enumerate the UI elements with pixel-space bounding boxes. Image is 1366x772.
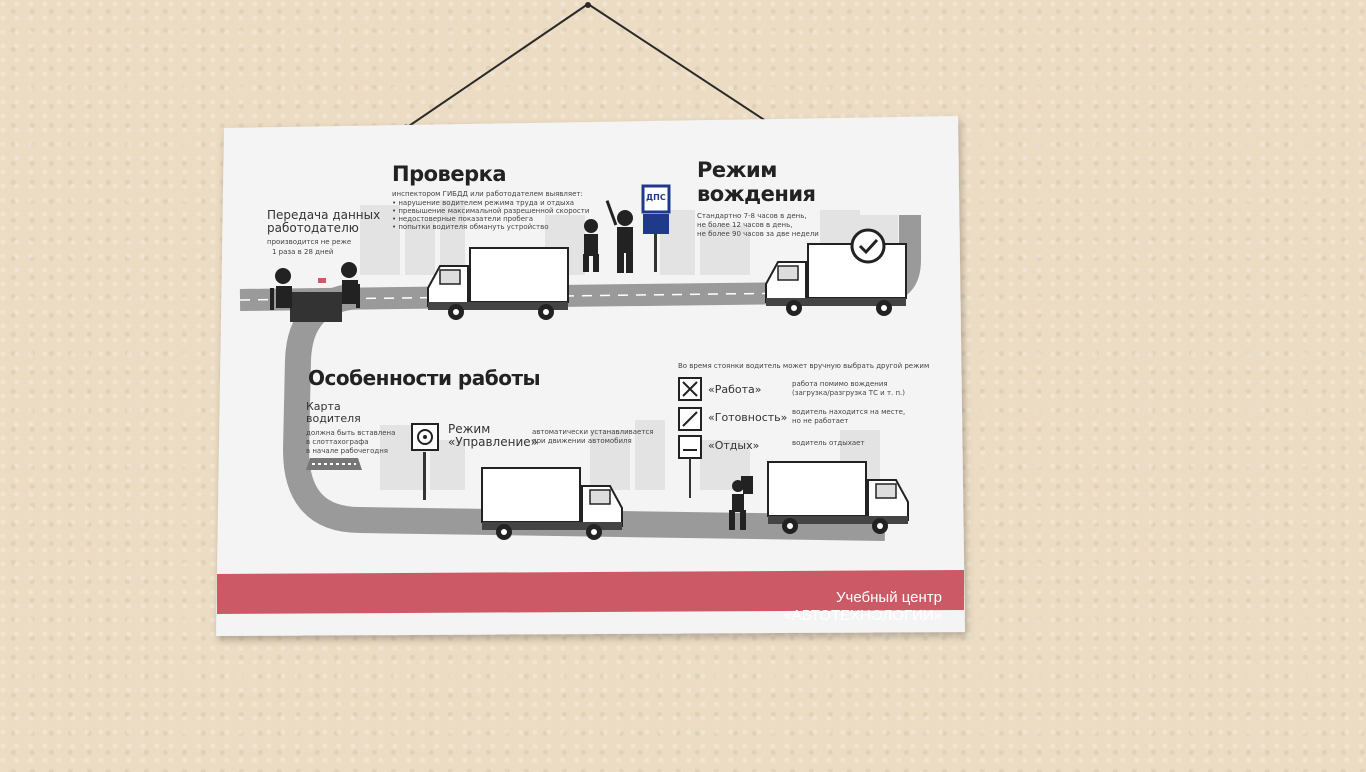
transfer-title-2: работодателю <box>267 221 359 235</box>
check-title: Проверка <box>392 162 507 186</box>
check-bullet: попытки водителя обмануть устройство <box>392 223 589 231</box>
control-title-1: Режим <box>448 422 491 436</box>
mode-desc: но не работает <box>792 417 849 425</box>
mode-icons <box>678 377 702 498</box>
mode-desc: (загрузка/разгрузка ТС и т. п.) <box>792 389 906 397</box>
card-slot-icon <box>306 458 362 470</box>
inspector-icon <box>583 200 633 273</box>
check-intro: инспектором ГИБДД или работодателем выяв… <box>392 190 583 198</box>
mode-label-work: «Работа» <box>708 383 762 396</box>
card-title-1: Карта <box>306 400 341 413</box>
mode-label-rest: «Отдых» <box>708 439 760 452</box>
mode-desc: водитель отдыхает <box>792 439 865 447</box>
transfer-note-1: производится не реже <box>267 238 352 246</box>
card-title-2: водителя <box>306 412 361 425</box>
transfer-title-1: Передача данных <box>267 208 381 222</box>
mode-desc: водитель находится на месте, <box>792 408 906 416</box>
driving-line: Стандартно 7-8 часов в день, <box>697 212 807 220</box>
features-title: Особенности работы <box>308 366 541 390</box>
control-note-2: при движении автомобиля <box>532 437 632 445</box>
control-mode-sign-icon <box>411 423 439 500</box>
driving-title-1: Режим <box>697 158 777 182</box>
control-note-1: автоматически устанавливается <box>532 428 654 436</box>
check-bullet: превышение максимальной разрешенной скор… <box>392 207 589 215</box>
checkmark-icon <box>850 228 886 264</box>
mode-label-ready: «Готовность» <box>708 411 788 424</box>
driving-line: не более 90 часов за две недели <box>697 230 819 238</box>
driving-title-2: вождения <box>697 182 816 206</box>
card-note: должна быть вставлена <box>306 429 396 437</box>
footer-line-1: Учебный центр <box>836 589 942 606</box>
footer-line-2: «АВТОТЕХНОЛОГИИ» <box>783 607 942 624</box>
worker-icon <box>729 476 753 530</box>
check-bullet: недостоверные показатели пробега <box>392 215 589 223</box>
dps-sign-label: ДПС <box>646 193 666 202</box>
data-transfer-illustration <box>270 262 360 322</box>
dps-sign-icon <box>641 184 671 272</box>
check-bullet: нарушение водителем режима труда и отдых… <box>392 199 589 207</box>
mode-desc: работа помимо вождения <box>792 380 888 388</box>
driving-line: не более 12 часов в день, <box>697 221 793 229</box>
card-note: в слоттахографа <box>306 438 369 446</box>
check-bullets: нарушение водителем режима труда и отдых… <box>392 199 589 231</box>
footer-banner <box>217 570 964 614</box>
parking-note: Во время стоянки водитель может вручную … <box>678 362 930 370</box>
transfer-note-2: 1 раза в 28 дней <box>272 248 334 256</box>
card-note: в начале рабочегодня <box>306 447 389 455</box>
control-title-2: «Управление» <box>448 435 538 449</box>
